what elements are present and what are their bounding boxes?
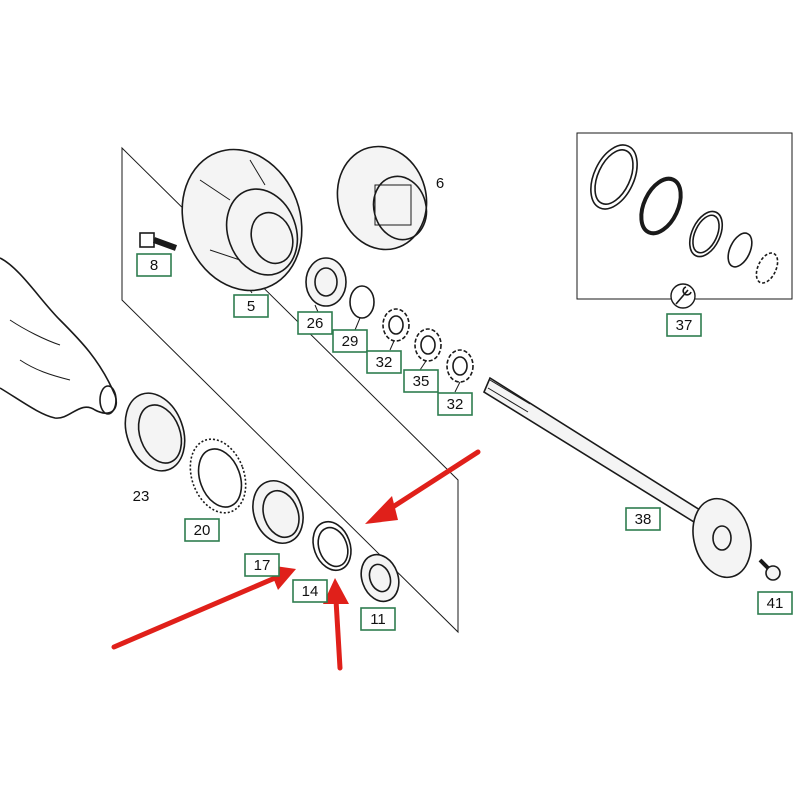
axle-housing-detail [9, 319, 71, 381]
label-5: 5 [233, 294, 269, 318]
svg-text:6: 6 [436, 175, 444, 192]
bearing-race-20 [189, 438, 247, 514]
label-35: 35 [403, 369, 439, 393]
bearing-26 [305, 257, 347, 307]
wheel-bolt [139, 232, 178, 251]
flange-bolt [758, 558, 781, 581]
svg-text:32: 32 [447, 396, 464, 413]
arrow-1 [365, 449, 481, 524]
svg-text:8: 8 [150, 257, 158, 274]
svg-text:29: 29 [342, 333, 359, 350]
label-8: 8 [136, 253, 172, 277]
label-14: 14 [292, 579, 328, 603]
label-29: 29 [332, 329, 368, 353]
svg-text:5: 5 [247, 298, 255, 315]
label-41: 41 [757, 591, 793, 615]
label-20: 20 [184, 518, 220, 542]
svg-text:23: 23 [133, 488, 150, 505]
axle-housing [0, 257, 117, 419]
arrow-2 [111, 565, 296, 650]
label-38: 38 [625, 507, 661, 531]
circlip-29 [349, 285, 375, 319]
svg-text:32: 32 [376, 354, 393, 371]
spacer-ring-14 [312, 520, 352, 572]
axle-shaft-flange [692, 497, 752, 579]
kit-ring-small [727, 232, 753, 268]
svg-text:17: 17 [254, 557, 271, 574]
arrow-3 [323, 578, 349, 671]
label-6: 6 [436, 175, 444, 192]
svg-text:14: 14 [302, 583, 319, 600]
svg-text:26: 26 [307, 315, 324, 332]
svg-text:41: 41 [767, 595, 784, 612]
drive-flange [336, 145, 428, 251]
svg-text:20: 20 [194, 522, 211, 539]
seal-ring-23 [124, 392, 186, 472]
label-17: 17 [244, 553, 280, 577]
washer-35 [414, 328, 442, 362]
kit-ring-mid [688, 210, 724, 258]
kit-seal-ring-large [590, 144, 638, 210]
leader-lines [249, 289, 461, 393]
label-32a: 32 [366, 350, 402, 374]
kit-seal-ring-dark [639, 176, 683, 236]
wheel-hub [181, 148, 303, 292]
label-32b: 32 [437, 392, 473, 416]
svg-text:35: 35 [413, 373, 430, 390]
bearing-11 [360, 553, 400, 603]
label-26: 26 [297, 311, 333, 335]
kit-lock-washer [755, 252, 779, 284]
label-23: 23 [133, 488, 150, 505]
lock-washer-32a [382, 308, 410, 342]
axle-housing-flange [99, 385, 117, 415]
kit-box [576, 132, 793, 300]
label-11: 11 [360, 607, 396, 631]
svg-text:37: 37 [676, 317, 693, 334]
axle-shaft [482, 376, 752, 579]
assembly-plane [121, 146, 459, 634]
svg-text:11: 11 [370, 611, 386, 628]
lock-nut-32b [446, 349, 474, 383]
outer-ring-17 [252, 480, 304, 544]
wrench-icon [670, 283, 696, 309]
label-37: 37 [666, 313, 702, 337]
svg-text:38: 38 [635, 511, 652, 528]
